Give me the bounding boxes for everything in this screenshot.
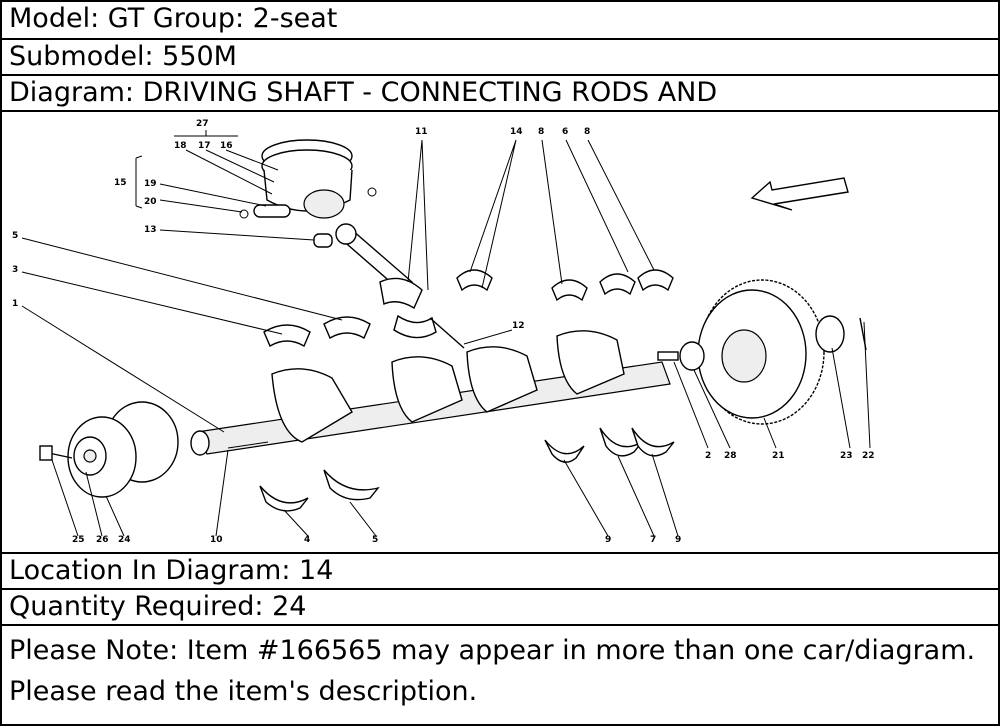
callout-14: 14 (510, 127, 523, 137)
callout-7: 7 (650, 535, 656, 545)
callout-28: 28 (724, 451, 737, 461)
callout-26: 26 (96, 535, 109, 545)
diagram-title-line: Diagram: DRIVING SHAFT - CONNECTING RODS… (2, 76, 998, 112)
callout-23: 23 (840, 451, 853, 461)
bearing-shell-icon (631, 427, 675, 457)
callout-4: 4 (304, 535, 310, 545)
callout-21: 21 (772, 451, 785, 461)
callout-24: 24 (118, 535, 131, 545)
callout-22: 22 (862, 451, 875, 461)
callout-25: 25 (72, 535, 85, 545)
note-text: Please Note: Item #166565 may appear in … (9, 635, 976, 707)
callout-5-lower: 5 (372, 535, 378, 545)
callout-2: 2 (705, 451, 711, 461)
direction-arrow-icon (750, 177, 849, 211)
flywheel-bolt-icon (657, 351, 679, 361)
model-line: Model: GT Group: 2-seat (2, 2, 998, 40)
callout-16: 16 (220, 141, 233, 151)
callout-6: 6 (562, 127, 568, 137)
spacer-ring-icon (679, 341, 705, 371)
bearing-shell-icon (263, 324, 311, 348)
bearing-shell-icon (599, 427, 643, 457)
callout-3: 3 (12, 265, 18, 275)
flywheel-icon (697, 279, 825, 425)
crankshaft-icon (190, 330, 671, 456)
bearing-shell-icon (599, 273, 636, 296)
piston-icon (261, 139, 353, 219)
callout-13: 13 (144, 225, 157, 235)
location-line: Location In Diagram: 14 (2, 554, 998, 590)
callout-9-left: 9 (605, 535, 611, 545)
callout-20: 20 (144, 197, 157, 207)
callout-27: 27 (196, 119, 209, 129)
callout-17: 17 (198, 141, 211, 151)
piston-pin-icon (253, 204, 291, 218)
callout-18: 18 (174, 141, 187, 151)
bearing-shell-icon (456, 269, 493, 292)
submodel-line: Submodel: 550M (2, 40, 998, 76)
callout-labels: 27 18 17 16 15 19 20 13 5 3 1 11 14 8 6 … (12, 119, 875, 545)
bolt-head-icon (39, 445, 53, 461)
parts-diagram-drawing: 27 18 17 16 15 19 20 13 5 3 1 11 14 8 6 … (12, 119, 875, 545)
callout-1: 1 (12, 299, 18, 309)
bushing-icon (313, 233, 333, 248)
connecting-rod-icon (335, 223, 437, 339)
bearing-shell-icon (637, 269, 674, 292)
quantity-line: Quantity Required: 24 (2, 590, 998, 626)
callout-8-right: 8 (584, 127, 590, 137)
leader-lines (21, 130, 871, 537)
callout-11: 11 (415, 127, 428, 137)
key-icon (227, 441, 269, 449)
exploded-parts-diagram: 27 18 17 16 15 19 20 13 5 3 1 11 14 8 6 … (2, 112, 998, 554)
callout-9-right: 9 (675, 535, 681, 545)
callout-8-left: 8 (538, 127, 544, 137)
callout-12: 12 (512, 321, 525, 331)
bearing-shell-icon (323, 316, 371, 340)
circlip-icon (367, 187, 377, 197)
callout-5-upper: 5 (12, 231, 18, 241)
bearing-shell-icon (259, 485, 309, 512)
crank-pulley-icon (67, 401, 179, 498)
washer-plate-icon (815, 315, 845, 353)
bearing-shell-icon (551, 279, 588, 302)
bearing-shell-icon (323, 469, 380, 501)
callout-15: 15 (114, 178, 127, 188)
circlip-icon (239, 209, 249, 219)
bearing-shell-icon (544, 439, 585, 463)
rod-bolt-icon (429, 317, 465, 349)
callout-10: 10 (210, 535, 223, 545)
callout-19: 19 (144, 179, 157, 189)
